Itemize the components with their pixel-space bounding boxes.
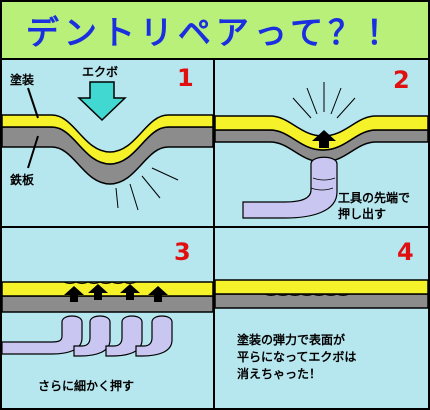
up-arrow-icon [312,130,336,148]
dent-label: エクボ [82,65,119,79]
tool-ridges [310,177,336,191]
repair-tool-2 [73,315,111,357]
result-caption-line-1: 塗装の弾力で表面が [237,333,346,347]
panel-1-dent: 1 塗装 鉄板 エクボ [2,60,213,226]
repair-tool-4 [135,315,173,357]
panel-1-illustration [2,81,213,211]
push-marks [292,82,356,119]
result-caption-line-2: 平らになってエクボは [237,350,357,364]
up-arrow-icon [88,284,108,300]
panel-4-illustration [215,279,428,309]
steel-leader-line [27,135,39,169]
step-number-1: 1 [177,64,194,92]
steel-label: 鉄板 [10,173,35,187]
step-number-4: 4 [397,238,414,266]
down-arrow-icon [77,81,127,122]
panel-3-fine-pushing: 3 さらに細かく押す [2,228,213,408]
push-out-caption-line-1: 工具の先端で [338,191,411,205]
up-arrow-icon [120,284,140,300]
repair-tool-3 [105,315,143,357]
up-arrow-icon [148,286,168,302]
steel-layer [215,293,428,309]
panel-4-result: 4 塗装の弾力で表面が 平らになってエクボは 消えちゃった！ [215,228,428,408]
surface-ripples [264,293,350,296]
paint-label: 塗装 [10,73,35,87]
fine-push-caption: さらに細かく押す [38,379,135,393]
result-caption-line-3: 消えちゃった！ [237,367,322,381]
paint-layer [215,279,428,295]
repair-tool-1 [2,315,83,355]
up-arrows [64,284,168,302]
step-number-3: 3 [174,238,191,266]
title-bar: デントリペアって？！ [2,2,428,58]
paint-layer [2,114,213,165]
paint-leader-line [27,87,39,119]
repair-tool [242,156,338,219]
steel-layer [2,295,213,313]
push-out-caption-line-2: 押し出す [338,207,387,221]
panel-2-push-out: 2 工具の先端で 押し出す [215,60,428,226]
page-title: デントリペアって？！ [25,13,405,52]
impact-marks [115,167,179,211]
paint-layer [2,281,213,297]
tool-group [2,315,173,357]
panel-3-illustration [2,281,213,357]
panel-2-illustration [215,82,428,219]
step-number-2: 2 [393,66,410,94]
paint-layer [215,115,428,151]
up-arrow-icon [64,286,84,302]
surface-ripples [63,281,137,284]
